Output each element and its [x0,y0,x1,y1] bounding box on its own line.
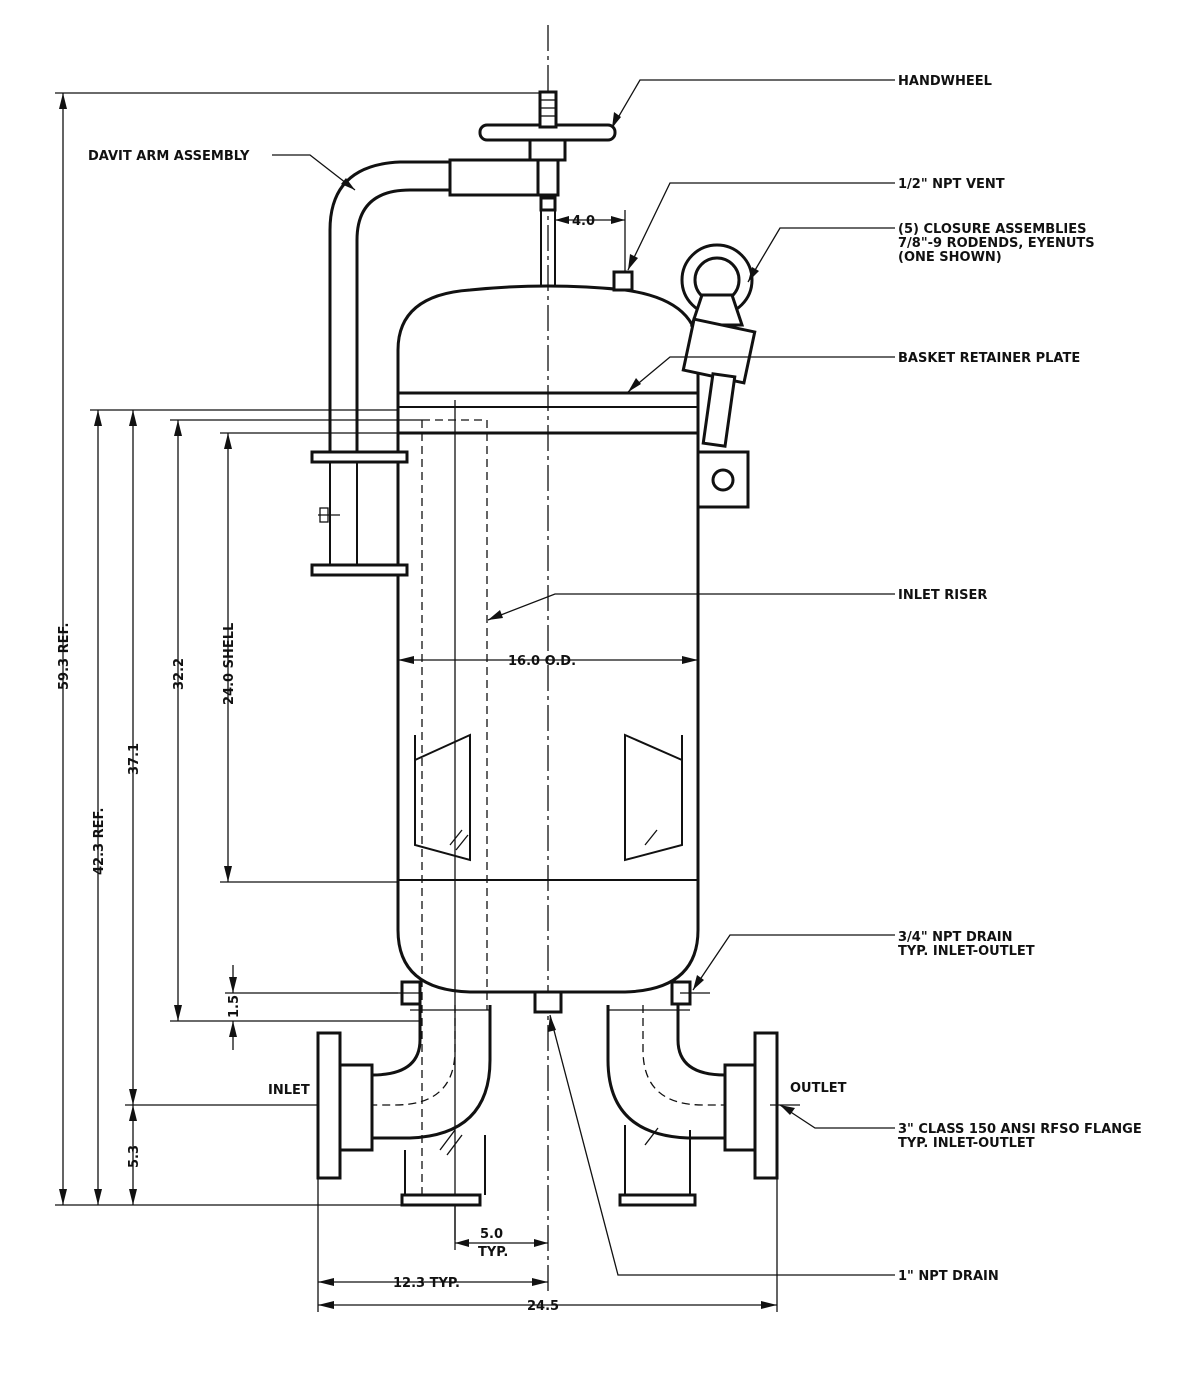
bottom-drains [400,980,692,1014]
leader-lines [272,79,895,1276]
label-davit-arm: DAVIT ARM ASSEMBLY [88,149,250,164]
dim-5-3: 5.3 [127,1145,142,1168]
label-inlet: INLET [268,1083,310,1098]
outlet-elbow [606,1005,779,1207]
dim-4-0: 4.0 [572,214,595,229]
label-closure-2: 7/8"-9 RODENDS, EYENUTS [898,236,1095,251]
dim-59-3: 59.3 REF. [57,623,72,690]
label-flange-2: TYP. INLET-OUTLET [898,1136,1035,1151]
basket-right [624,733,683,862]
dim-24-shell: 24.0 SHELL [222,623,237,705]
dim-12-3: 12.3 TYP. [393,1276,460,1291]
handwheel [478,90,617,285]
dim-typ: TYP. [478,1245,508,1260]
label-drain-1: 3/4" NPT DRAIN [898,930,1013,945]
label-closure-3: (ONE SHOWN) [898,250,1002,265]
dim-37-1: 37.1 [127,743,142,775]
dimension-labels: 4.0 16.0 O.D. 5.0 TYP. 12.3 TYP. 24.5 59… [57,214,595,1314]
vent-nozzle [612,270,634,292]
dim-16-od: 16.0 O.D. [508,654,576,669]
dim-32-2: 32.2 [172,658,187,690]
label-closure-1: (5) CLOSURE ASSEMBLIES [898,222,1087,237]
callout-labels: HANDWHEEL DAVIT ARM ASSEMBLY 1/2" NPT VE… [88,74,1142,1284]
closure-assembly [680,243,757,509]
dim-24-5: 24.5 [527,1299,559,1314]
inlet-riser [421,400,488,1240]
dim-5-0: 5.0 [480,1227,503,1242]
label-inlet-riser: INLET RISER [898,588,987,603]
dim-1-5: 1.5 [227,995,242,1018]
extension-lines [55,92,800,1312]
label-drain-2: TYP. INLET-OUTLET [898,944,1035,959]
label-handwheel: HANDWHEEL [898,74,992,89]
dim-42-3: 42.3 REF. [92,808,107,875]
label-flange-1: 3" CLASS 150 ANSI RFSO FLANGE [898,1122,1142,1137]
label-basket-retainer: BASKET RETAINER PLATE [898,351,1080,366]
label-vent: 1/2" NPT VENT [898,177,1005,192]
davit-arm [310,158,542,577]
label-outlet: OUTLET [790,1081,847,1096]
inlet-elbow [316,1005,492,1207]
label-npt-drain: 1" NPT DRAIN [898,1269,999,1284]
basket-left [414,733,471,862]
dimension-lines [59,93,777,1309]
